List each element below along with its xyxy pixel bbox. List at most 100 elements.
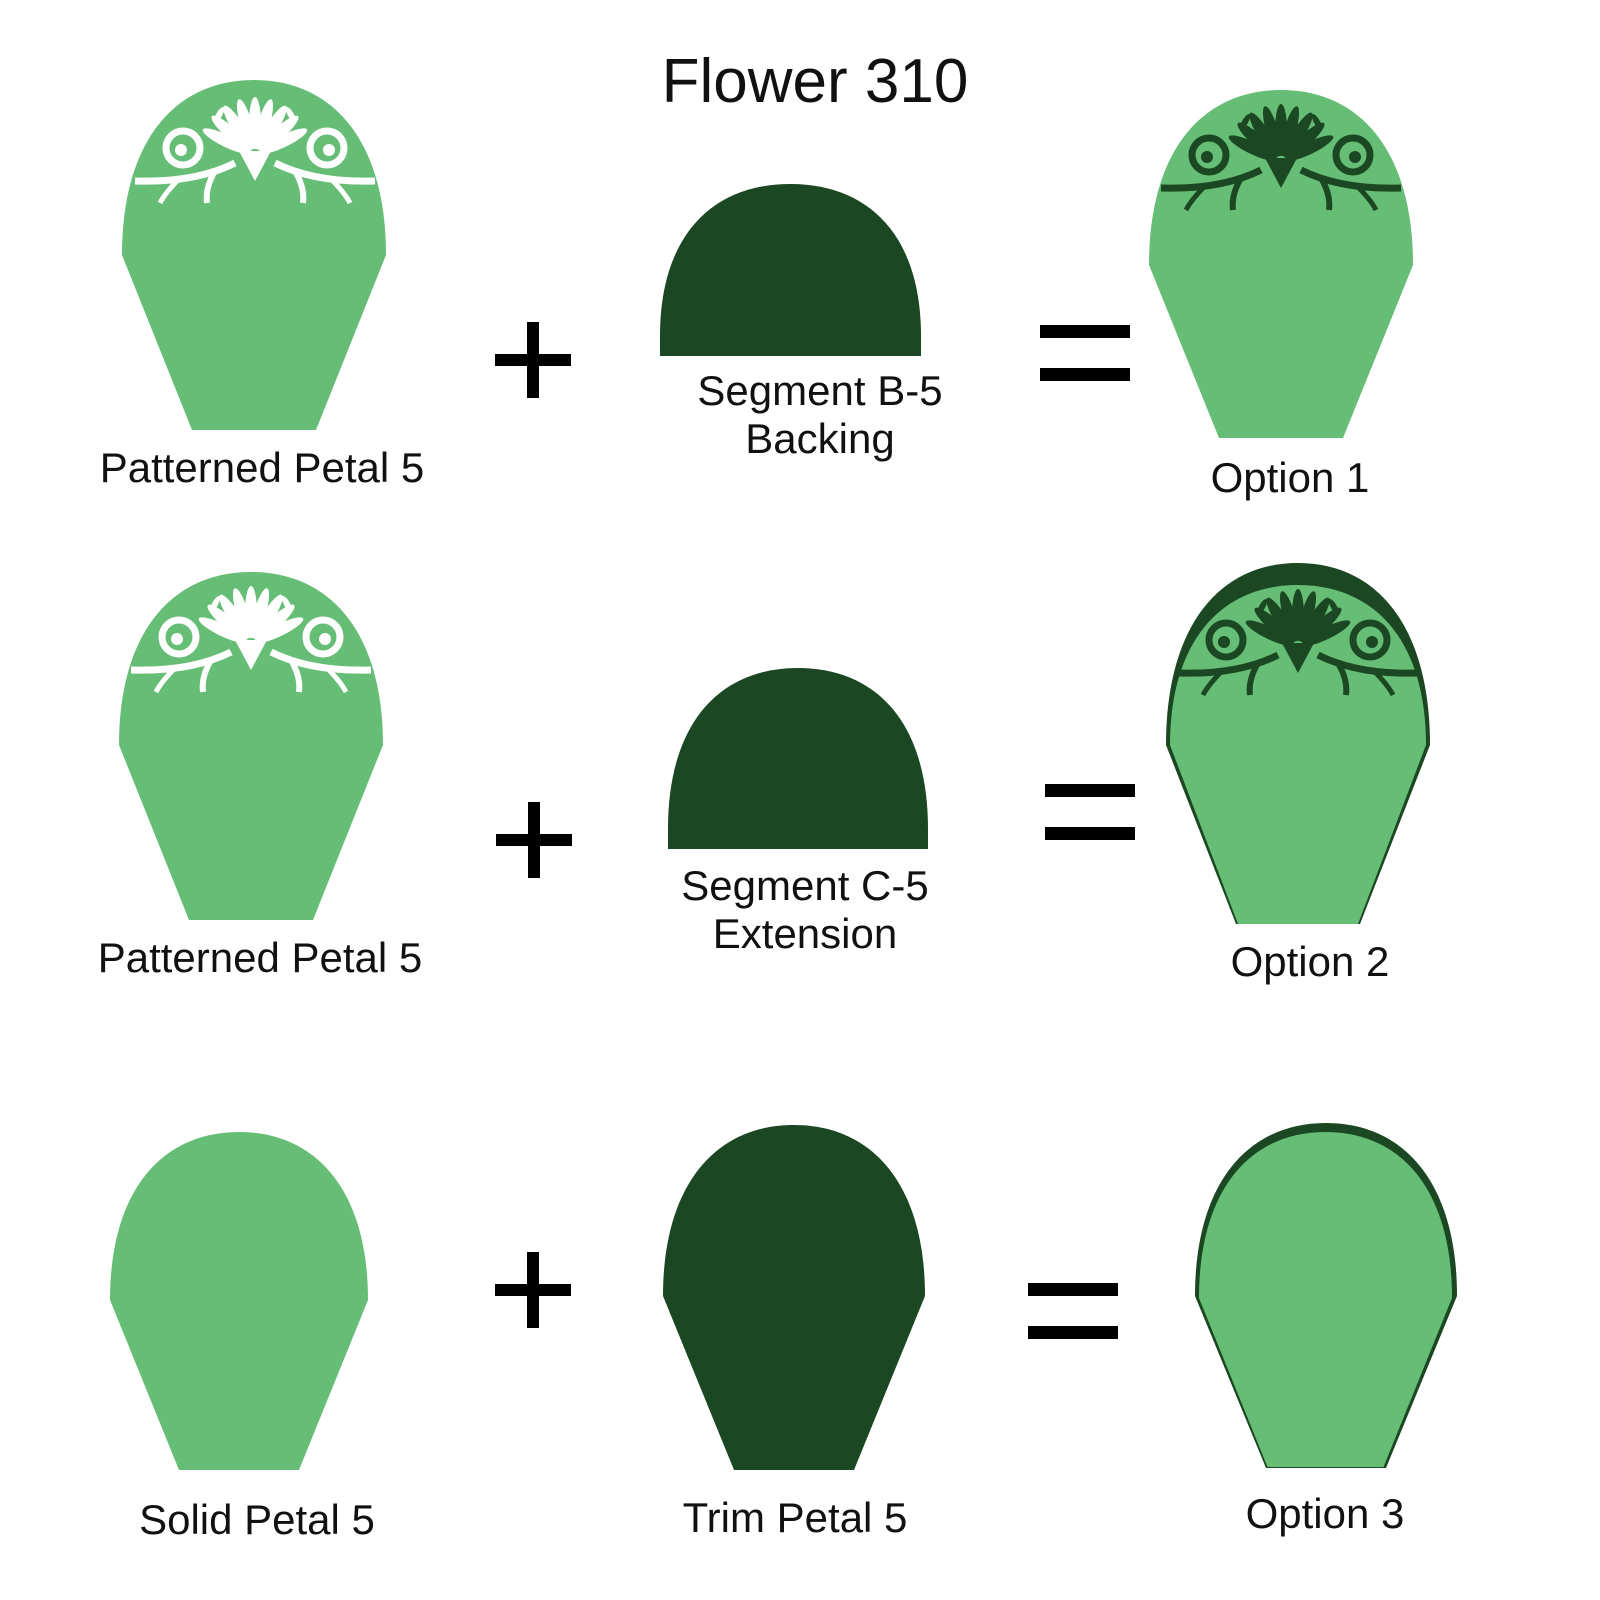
fan-leaf [207,604,247,641]
label-trim-petal: Trim Petal 5 [683,1494,908,1541]
label-patterned-petal-row2: Patterned Petal 5 [98,934,423,981]
label-backing: Backing [745,415,894,462]
accent-leaf [1256,599,1268,615]
scroll-stem [1299,166,1402,192]
solid-petal-shape [110,1132,368,1470]
fan-leaf [211,115,251,152]
label-patterned-petal-row1: Patterned Petal 5 [100,444,425,491]
scroll-spiral [1205,619,1247,661]
trim-petal-shape [663,1125,925,1470]
fan-leaf [1245,620,1293,646]
scroll-stem [134,159,237,185]
scroll-center [1366,636,1378,648]
equals-sign [1045,827,1135,840]
fan-base [1282,643,1314,673]
fan-base [235,640,267,670]
segment-b5-backing-shape [660,184,921,356]
label-segment-b5: Segment B-5 [697,367,942,414]
scroll-center [319,633,331,645]
scroll-stem [273,159,376,185]
scroll-leaf [1354,183,1379,212]
patterned-petal-shape [119,572,383,920]
scroll-leaf [157,176,182,205]
scroll-leaf [292,169,307,204]
option3-petal-shape [1199,1132,1452,1467]
segment-c5-extension-shape [668,668,928,849]
fan-leaf [1300,597,1330,643]
fan-leaf [250,588,270,639]
option1-petal-shape [1149,90,1413,438]
label-option-1: Option 1 [1211,454,1370,501]
scroll-leaf [1246,661,1261,696]
scroll-stem [1160,166,1263,192]
white-ornament [130,586,372,694]
plus-sign [528,802,540,878]
dark-ornament [1160,104,1402,212]
scroll-leaf [1335,661,1350,696]
scroll-leaf [1200,668,1225,697]
label-option-2: Option 2 [1231,938,1390,985]
fan-leaf [253,594,283,640]
fan-leaf [254,99,274,150]
scroll-leaf [1371,668,1396,697]
accent-leaf [213,107,225,123]
white-ornament [134,97,376,205]
scroll-leaf [1183,183,1208,212]
scroll-leaf [1318,176,1333,211]
scroll-spiral [158,616,200,658]
fan-leaf [1297,591,1317,642]
label-segment-c5: Segment C-5 [681,862,928,909]
accent-leaf [285,107,297,123]
fan-leaf [1286,135,1334,161]
scroll-center [175,144,187,156]
diagram-title: Flower 310 [662,47,969,116]
plus-sign [527,322,539,398]
fan-leaf [259,115,299,152]
plus-sign [527,1252,539,1328]
scroll-stem [130,648,233,674]
equals-sign [1040,325,1130,338]
scroll-center [1349,151,1361,163]
scroll-leaf [153,665,178,694]
scroll-spiral [1349,619,1391,661]
label-extension: Extension [713,910,897,957]
fan-leaf [255,604,295,641]
scroll-leaf [1229,176,1244,211]
fan-leaf [1303,620,1351,646]
fan-leaf [1302,607,1342,644]
scroll-spiral [1332,134,1374,176]
equals-sign [1045,784,1135,797]
accent-leaf [209,596,221,612]
fan-leaf [1285,122,1325,159]
scroll-leaf [324,665,349,694]
scroll-spiral [1188,134,1230,176]
scroll-leaf [203,169,218,204]
accent-leaf [1239,114,1251,130]
scroll-leaf [328,176,353,205]
equals-sign [1040,368,1130,381]
fan-leaf [198,617,246,643]
accent-leaf [1311,114,1323,130]
scroll-spiral [306,127,348,169]
equals-sign [1028,1326,1118,1339]
scroll-leaf [288,658,303,693]
fan-base [239,151,271,181]
label-option-3: Option 3 [1246,1490,1405,1537]
scroll-center [1201,151,1213,163]
fan-leaf [256,617,304,643]
scroll-stem [269,648,372,674]
scroll-leaf [199,658,214,693]
fan-leaf [1228,135,1276,161]
accent-leaf [1328,599,1340,615]
dark-ornament [1177,589,1419,697]
equals-sign [1028,1283,1118,1296]
fan-leaf [202,128,250,154]
accent-leaf [281,596,293,612]
scroll-spiral [302,616,344,658]
scroll-center [323,144,335,156]
fan-base [1265,158,1297,188]
fan-leaf [1280,106,1300,157]
label-solid-petal: Solid Petal 5 [139,1496,375,1543]
fan-leaf [257,105,287,151]
